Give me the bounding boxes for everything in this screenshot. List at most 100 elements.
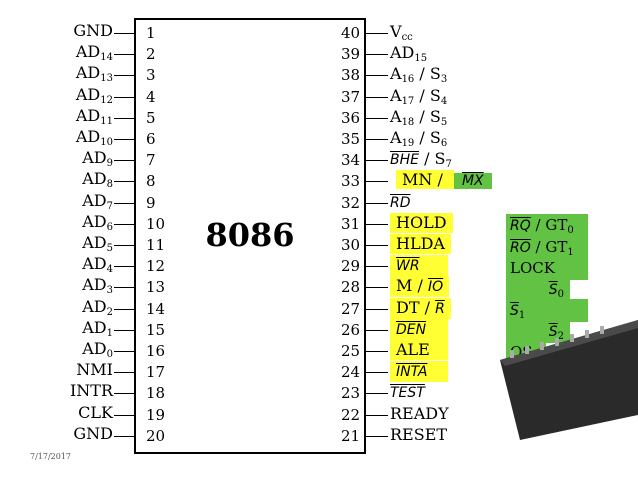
left-pin-number: 20 [146, 426, 166, 445]
left-pin-line [114, 33, 134, 34]
left-pin-name: INTR [69, 381, 113, 401]
max-mode-label: LOCK [506, 257, 588, 280]
left-pin-number: 15 [146, 320, 166, 339]
right-pin-name: AD15 [390, 43, 428, 65]
right-pin-line [366, 372, 388, 374]
right-pin-name: A17 / S4 [390, 85, 448, 107]
right-pin-number: 38 [341, 66, 361, 85]
left-pin-name: NMI [76, 360, 113, 380]
right-pin-line [366, 75, 388, 77]
right-pin-line [366, 414, 388, 416]
left-pin-line [114, 308, 134, 310]
right-pin-line [366, 96, 388, 98]
right-pin-name: DT / R [390, 297, 451, 319]
right-pin-number: 32 [341, 193, 361, 212]
right-pin-number: 35 [341, 130, 361, 148]
left-pin-line [114, 414, 134, 416]
left-pin-number: 12 [146, 257, 166, 276]
left-pin-line [114, 287, 134, 289]
left-pin-number: 3 [146, 66, 156, 85]
right-pin-number: 27 [341, 299, 361, 318]
left-pin-name: GND [73, 21, 113, 40]
left-pin-name: AD4 [82, 254, 113, 276]
left-pin-line [114, 139, 134, 140]
right-pin-name: BHE / S7 [390, 149, 452, 171]
left-pin-name: AD10 [75, 127, 113, 148]
left-pin-line [114, 329, 134, 331]
left-pin-name: AD8 [82, 169, 113, 191]
right-pin-name: TEST [390, 385, 425, 402]
left-pin-line [114, 351, 134, 352]
left-pin-line [114, 54, 134, 56]
left-pin-line [114, 393, 134, 395]
left-pin-line [114, 117, 134, 119]
right-pin-line [366, 202, 388, 204]
left-pin-line [114, 181, 134, 183]
left-pin-name: AD5 [82, 233, 113, 254]
left-pin-number: 7 [146, 151, 156, 170]
right-pin-line [366, 54, 388, 56]
right-pin-line [366, 266, 388, 268]
right-pin-line [366, 33, 388, 34]
right-pin-name: ALE [390, 340, 448, 360]
slide-date: 7/17/2017 [30, 452, 72, 461]
left-pin-number: 6 [146, 130, 156, 148]
left-pin-number: 1 [146, 24, 156, 42]
left-pin-number: 9 [146, 193, 156, 212]
left-pin-name: AD14 [75, 42, 113, 64]
right-pin-number: 37 [341, 87, 361, 106]
right-pin-name: M / IO [390, 276, 450, 298]
right-pin-line [366, 393, 388, 395]
max-mode-label: RO / GT1 [506, 236, 588, 259]
right-pin-name: MN / MX [390, 170, 498, 191]
left-pin-name: AD7 [82, 190, 113, 212]
left-pin-line [114, 96, 134, 98]
left-pin-name: AD9 [82, 148, 113, 170]
left-pin-line [114, 160, 134, 162]
right-pin-name: WR [390, 255, 448, 277]
left-pin-name: GND [73, 423, 113, 443]
right-pin-number: 40 [341, 24, 361, 42]
right-pin-number: 21 [341, 426, 361, 445]
max-mode-label: S0 [506, 278, 570, 301]
left-pin-number: 8 [146, 172, 156, 191]
left-pin-line [114, 372, 134, 374]
right-pin-number: 36 [341, 108, 361, 127]
left-pin-name: AD12 [75, 84, 113, 106]
left-pin-number: 13 [146, 278, 166, 297]
right-pin-line [366, 160, 388, 162]
max-mode-label: S2 [506, 320, 570, 343]
right-pin-name: A16 / S3 [390, 64, 448, 86]
left-pin-number: 4 [146, 87, 156, 106]
left-pin-name: AD3 [82, 275, 113, 297]
right-pin-name: INTA [390, 361, 448, 383]
left-pin-name: AD0 [82, 339, 113, 360]
left-pin-number: 19 [146, 405, 166, 424]
right-pin-number: 29 [341, 257, 361, 276]
right-pin-number: 28 [341, 278, 361, 297]
left-pin-name: AD1 [82, 317, 113, 339]
chip-title: 8086 [205, 216, 295, 254]
right-pin-number: 23 [341, 384, 361, 403]
left-pin-number: 18 [146, 384, 166, 403]
right-pin-name: HOLD [390, 212, 453, 233]
right-pin-line [366, 139, 388, 140]
left-pin-name: AD6 [82, 211, 113, 233]
right-pin-line [366, 351, 388, 352]
right-pin-name: RD [390, 194, 411, 211]
right-pin-number: 26 [341, 320, 361, 339]
left-pin-line [114, 245, 134, 246]
right-pin-name: A18 / S5 [390, 106, 448, 128]
left-pin-number: 2 [146, 45, 156, 64]
chip-body [134, 18, 366, 454]
right-pin-name: DEN [390, 318, 448, 340]
right-pin-line [366, 329, 388, 331]
right-pin-number: 34 [341, 151, 361, 170]
left-pin-name: AD2 [82, 296, 113, 318]
right-pin-line [366, 308, 388, 310]
left-pin-number: 16 [146, 342, 166, 360]
right-pin-number: 39 [341, 45, 361, 64]
right-pin-line [366, 287, 388, 289]
left-pin-line [114, 223, 134, 225]
left-pin-number: 17 [146, 363, 166, 382]
